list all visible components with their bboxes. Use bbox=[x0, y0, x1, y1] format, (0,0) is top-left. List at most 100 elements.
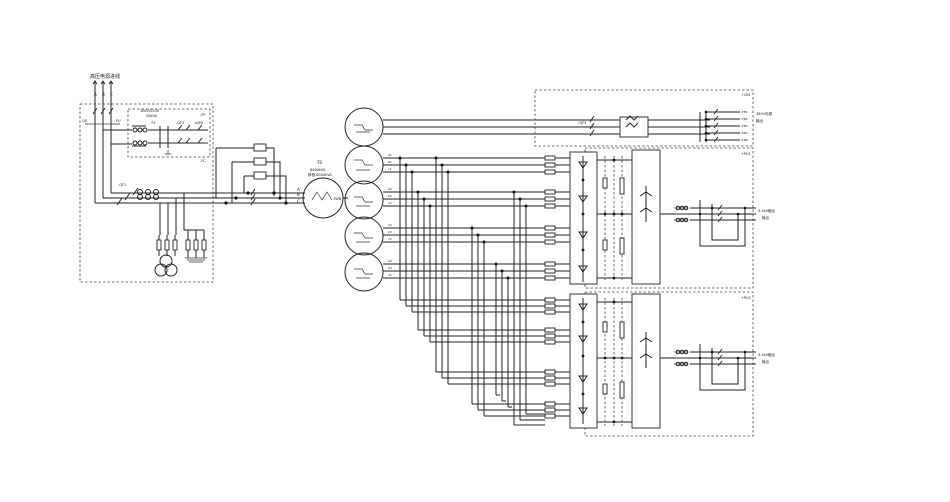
pu2-cabinet: +PU2 3.3kV输出 输出 bbox=[544, 291, 775, 437]
junction-dots bbox=[398, 156, 528, 280]
pt-coil-3 bbox=[159, 254, 173, 268]
t1-label: -T1 bbox=[150, 121, 155, 125]
fc-label: -FC bbox=[200, 159, 206, 163]
out-c-label: C bbox=[297, 199, 300, 204]
winding-4-lines bbox=[383, 263, 545, 279]
pu2-out-label: 输出 bbox=[762, 359, 770, 364]
kmo-label: -KM0 bbox=[194, 121, 203, 125]
aux-terminal-switches bbox=[713, 108, 719, 143]
aux-cabinet-outline bbox=[534, 89, 754, 147]
fanout-4 bbox=[471, 228, 485, 416]
pu1-input-leads bbox=[555, 157, 570, 279]
aux-qf3-switch bbox=[589, 115, 595, 137]
arrow-heads bbox=[92, 80, 114, 85]
sec-b2: b2 bbox=[388, 194, 392, 198]
fanout-2 bbox=[417, 192, 431, 342]
secondary-winding-base bbox=[356, 131, 370, 279]
aux-tb5: -TB5 bbox=[741, 138, 748, 142]
sec-b4: b4 bbox=[388, 266, 392, 270]
secondary-output-bus: a1 b1 c1 a2 b2 c2 a3 b3 c3 a4 b4 c4 bbox=[383, 119, 545, 426]
secondary-3-circle bbox=[344, 216, 384, 256]
pu2-dc-bus bbox=[597, 301, 632, 423]
winding-1-lines bbox=[383, 157, 545, 173]
sec-c4: c4 bbox=[388, 273, 392, 277]
secondary-1-circle bbox=[344, 145, 384, 185]
pu2-igbt bbox=[639, 332, 653, 368]
transformer-spec: 移相-6000kVA bbox=[308, 172, 332, 177]
pu1-out-label: 输出 bbox=[762, 215, 770, 220]
fuse-links bbox=[216, 147, 286, 177]
main-bus bbox=[95, 192, 300, 204]
pu2-voltage-label: 3.3kV输出 bbox=[758, 352, 775, 357]
pu2-dc-dash bbox=[604, 298, 623, 426]
hv-incoming-panel: 高压电源进线 A B C QS FU 10kV/220V 50kVA -T1 -… bbox=[79, 73, 300, 283]
pt-drops bbox=[167, 193, 185, 230]
fanout-5 bbox=[495, 192, 527, 425]
fanout-1 bbox=[399, 158, 413, 312]
sec-a2: a2 bbox=[388, 187, 392, 191]
pu1-outline bbox=[584, 147, 754, 289]
aux-feed-lines bbox=[383, 119, 540, 135]
aux-tb2: -TB2 bbox=[741, 117, 748, 121]
sec-c1: c1 bbox=[388, 167, 392, 171]
ctrl-winding bbox=[132, 125, 146, 147]
qf1-label: -QF1 bbox=[118, 183, 126, 187]
sec-c3: c3 bbox=[388, 237, 392, 241]
pu2-input-leads bbox=[555, 299, 570, 417]
arrestor-grounds bbox=[158, 250, 205, 258]
incoming-arrows bbox=[94, 82, 112, 90]
pu2-output-switch bbox=[717, 348, 723, 367]
qf2-label: -QF2 bbox=[176, 121, 184, 125]
aux-terminal-lines bbox=[706, 111, 740, 141]
qf2-switch bbox=[177, 124, 191, 144]
aux-winding-circle bbox=[344, 107, 384, 147]
aux-tb3: -TB3 bbox=[741, 124, 748, 128]
fuse-legs bbox=[215, 148, 245, 203]
fuse-rails bbox=[232, 161, 287, 203]
pu2-input-fuses bbox=[544, 297, 556, 419]
arrestor-leads bbox=[158, 230, 205, 240]
aux-lines-b bbox=[648, 119, 710, 135]
arrestor-drops bbox=[159, 203, 177, 235]
out-b-label: B bbox=[297, 192, 300, 197]
lower-feed-2 bbox=[418, 329, 545, 343]
bus-switch bbox=[250, 188, 256, 206]
pu1-igbt bbox=[639, 186, 653, 222]
sec-b1: b1 bbox=[388, 160, 392, 164]
aux-voltage-label: 380V电源 bbox=[756, 111, 773, 116]
aux-lines-a bbox=[540, 119, 620, 135]
secondary-2-circle bbox=[344, 180, 384, 220]
ctrl-taps bbox=[103, 129, 132, 145]
sec-b3: b3 bbox=[388, 230, 392, 234]
lower-feed-5 bbox=[496, 394, 545, 426]
transformer-name: -T0 bbox=[316, 160, 323, 165]
ctrl-transformer-label: 10kV/220V bbox=[140, 109, 160, 113]
winding-3-lines bbox=[383, 227, 545, 243]
lower-feed-1 bbox=[400, 299, 545, 313]
pu2-bypass-loop bbox=[699, 344, 746, 391]
qs-label: QS bbox=[82, 119, 88, 123]
aux-contactor-symbol bbox=[625, 115, 639, 128]
control-subpanel-outline bbox=[127, 108, 211, 158]
pu1-bypass-loop bbox=[699, 200, 746, 247]
sec-c2: c2 bbox=[388, 201, 392, 205]
pu1-cabinet: +PU1 3.3kV输出 输出 bbox=[544, 147, 775, 289]
fuse-block: A B C bbox=[215, 143, 300, 206]
ctrl-core bbox=[159, 126, 169, 148]
pu1-voltage-label: 3.3kV输出 bbox=[758, 208, 775, 213]
winding-2-lines bbox=[383, 191, 545, 207]
fu-label: FU bbox=[116, 119, 121, 123]
pu1-dc-bus bbox=[597, 159, 632, 279]
pu2-label: +PU2 bbox=[741, 296, 751, 300]
aux-out-label: 输出 bbox=[756, 118, 764, 123]
lower-feed-3 bbox=[436, 371, 545, 385]
aux-cabinet: +CK1 -QF3 -TB1 -TB2 -TB3 -TB4 -TB5 380V电… bbox=[534, 89, 773, 147]
secondary-4-circle bbox=[344, 252, 384, 292]
pu1-input-fuses bbox=[544, 155, 556, 281]
ground-symbol bbox=[185, 257, 207, 263]
sec-a1: a1 bbox=[388, 153, 392, 157]
pu1-label: +PU1 bbox=[741, 152, 751, 156]
aux-cabinet-label: +CK1 bbox=[741, 93, 751, 97]
ctrl-kva-label: 50kVA bbox=[146, 114, 158, 118]
transformer-side: 3WB bbox=[333, 197, 342, 201]
